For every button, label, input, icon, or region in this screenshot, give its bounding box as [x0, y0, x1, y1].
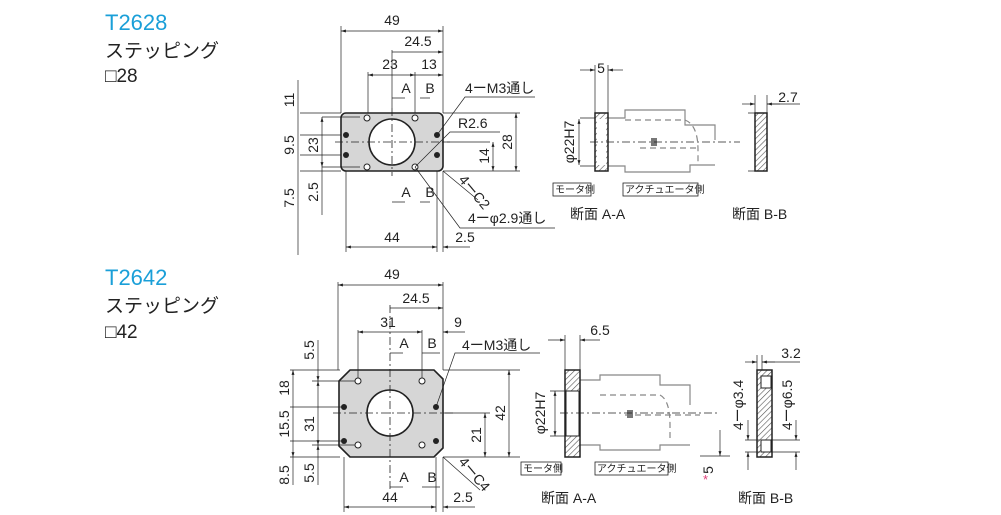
section-aa-label: 断面 A-A: [570, 206, 626, 222]
section-a-mark: A: [401, 184, 411, 200]
part-code: T2628: [105, 10, 167, 35]
label-motor-side: モータ側: [555, 183, 595, 196]
dim-bottom: 44: [384, 229, 400, 245]
dim-left-bot: 8.5: [276, 465, 292, 485]
note-through: 4ーφ2.9通し: [468, 210, 546, 226]
dim-bottom-off: 2.5: [455, 229, 475, 245]
dim-left-top-small: 5.5: [301, 340, 317, 360]
section-bb: 2.7 断面 B-B: [732, 89, 800, 222]
dim-thickness: 5: [597, 60, 605, 76]
dim-note: 5: [700, 466, 716, 474]
dim-inner-v: 31: [301, 416, 317, 432]
label-actuator-side: アクチュエータ側: [625, 183, 705, 196]
section-aa: 6.5 φ22H7 モータ側 アクチュエータ側 * 5 断面 A-A: [520, 322, 730, 506]
section-plate: [756, 369, 773, 458]
dim-half-h: 14: [476, 148, 492, 164]
section-plate: [754, 112, 768, 172]
dim-width: 49: [384, 12, 400, 28]
through-holes: [354, 377, 426, 449]
section-bb: 3.2 4ーφ3.4 4ーφ6.5 断面 B-B: [730, 345, 801, 506]
dim-left-mid: 15.5: [276, 410, 292, 437]
dim-half-h: 21: [468, 427, 484, 443]
dim-left-mid: 9.5: [281, 135, 297, 155]
dim-half: 24.5: [402, 290, 429, 306]
section-b-mark: B: [425, 184, 434, 200]
note-radius: R2.6: [458, 115, 488, 131]
section-b-mark: B: [425, 80, 434, 96]
note-tapped: 4ーM3通し: [465, 80, 534, 96]
label-motor-side: モータ側: [523, 462, 563, 475]
part-code: T2642: [105, 265, 167, 290]
dim-a: 23: [382, 56, 398, 72]
dim-bore: φ22H7: [532, 392, 548, 435]
dim-left-top: 11: [281, 93, 297, 108]
section-aa-label: 断面 A-A: [541, 490, 597, 506]
front-view: 49 24.5 31 9 A B A B 18 5.5 15.5 31 8.5 …: [276, 266, 540, 512]
dim-inner-v: 23: [305, 137, 321, 153]
dim-hole-large: 4ーφ6.5: [779, 380, 795, 431]
dim-left-bot: 7.5: [281, 188, 297, 208]
note-mark: *: [703, 472, 708, 487]
section-b-mark: B: [427, 335, 436, 351]
section-bb-label: 断面 B-B: [738, 490, 793, 506]
section-a-mark: A: [399, 469, 409, 485]
dim-height: 42: [492, 405, 508, 421]
section-b-mark: B: [427, 469, 436, 485]
section-bb-label: 断面 B-B: [732, 206, 787, 222]
section-a-mark: A: [399, 335, 409, 351]
section-a-mark: A: [401, 80, 411, 96]
dim-bottom: 44: [382, 489, 398, 505]
dim-bottom-off: 2.5: [453, 489, 473, 505]
dim-thickness: 2.7: [778, 89, 798, 105]
part-t2642: T2642 ステッピング □42 49 24.5 31 9: [105, 265, 801, 512]
section-aa: 5 φ22H7 モータ側 アクチュエータ側 断面 A-A: [552, 60, 740, 222]
dim-half: 24.5: [404, 33, 431, 49]
dim-left-bot-small: 5.5: [301, 463, 317, 483]
part-t2628: T2628 ステッピング □28 49 24.5: [105, 10, 800, 255]
dim-thickness: 6.5: [590, 322, 610, 338]
dim-left-top: 18: [276, 380, 292, 396]
note-chamfer: 4ーC2: [456, 172, 494, 213]
dim-width: 49: [384, 266, 400, 282]
dim-inner-bot: 2.5: [305, 182, 321, 202]
label-actuator-side: アクチュエータ側: [597, 462, 677, 475]
note-tapped: 4ーM3通し: [462, 337, 531, 353]
dim-hole-small: 4ーφ3.4: [730, 380, 746, 431]
part-type: ステッピング: [105, 295, 219, 317]
front-view: 49 24.5 23 13 A B A B 11 9.5 7.5 23 2.5 …: [281, 12, 555, 255]
part-size: □28: [105, 66, 138, 87]
dim-a: 31: [380, 314, 396, 330]
dim-b: 13: [421, 56, 437, 72]
dim-bore: φ22H7: [561, 121, 577, 164]
dim-thickness: 3.2: [781, 345, 801, 361]
part-type: ステッピング: [105, 40, 219, 62]
dim-b: 9: [454, 314, 462, 330]
dim-height: 28: [499, 134, 515, 150]
part-size: □42: [105, 322, 138, 343]
